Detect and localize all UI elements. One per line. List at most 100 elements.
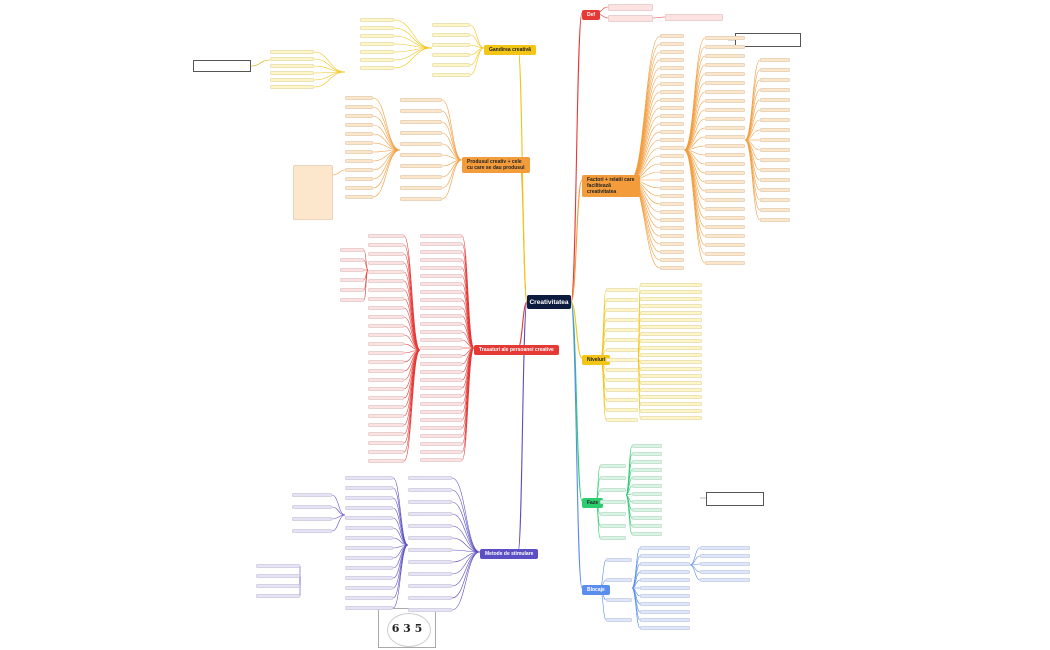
factori-node[interactable] bbox=[660, 178, 684, 182]
niveluri-detail-node[interactable] bbox=[640, 367, 702, 371]
trasaturi-node[interactable] bbox=[420, 402, 462, 406]
trasaturi-detail-node[interactable] bbox=[368, 459, 404, 463]
niveluri-detail-node[interactable] bbox=[640, 381, 702, 385]
factori-node[interactable] bbox=[660, 90, 684, 94]
trasaturi-node[interactable] bbox=[420, 250, 462, 254]
metode-node[interactable] bbox=[408, 560, 452, 564]
trasaturi-detail-node[interactable] bbox=[368, 288, 404, 292]
metode-detail-node[interactable] bbox=[345, 546, 393, 550]
niveluri-node[interactable] bbox=[606, 418, 638, 422]
niveluri-detail-node[interactable] bbox=[640, 311, 702, 315]
metode-detail-node[interactable] bbox=[345, 526, 393, 530]
factori-subdetail-node[interactable] bbox=[760, 178, 790, 182]
blocaje-subdetail-node[interactable] bbox=[700, 546, 750, 550]
gandirea-subdetail-node[interactable] bbox=[270, 57, 314, 61]
trasaturi-node[interactable] bbox=[420, 458, 462, 462]
trasaturi-detail-node[interactable] bbox=[368, 351, 404, 355]
produs-detail-node[interactable] bbox=[345, 96, 373, 100]
niveluri-detail-node[interactable] bbox=[640, 416, 702, 420]
trasaturi-node[interactable] bbox=[420, 410, 462, 414]
metode-detail-node[interactable] bbox=[345, 536, 393, 540]
trasaturi-node[interactable] bbox=[420, 234, 462, 238]
blocaje-detail-node[interactable] bbox=[640, 578, 690, 582]
blocaje-node[interactable] bbox=[606, 578, 632, 582]
trasaturi-detail-node[interactable] bbox=[368, 342, 404, 346]
gandirea-detail-node[interactable] bbox=[360, 66, 394, 70]
niveluri-detail-node[interactable] bbox=[640, 332, 702, 336]
trasaturi-node[interactable] bbox=[420, 314, 462, 318]
def-node[interactable] bbox=[608, 4, 653, 11]
factori-node[interactable] bbox=[660, 42, 684, 46]
faze-node[interactable] bbox=[600, 464, 626, 468]
faze-detail-node[interactable] bbox=[632, 460, 662, 464]
metode-detail-node[interactable] bbox=[345, 506, 393, 510]
niveluri-detail-node[interactable] bbox=[640, 360, 702, 364]
branch-metode[interactable]: Metode de stimulare bbox=[480, 549, 539, 559]
factori-node[interactable] bbox=[660, 154, 684, 158]
factori-detail-node[interactable] bbox=[705, 162, 745, 166]
metode-node[interactable] bbox=[408, 596, 452, 600]
factori-node[interactable] bbox=[660, 266, 684, 270]
factori-subdetail-node[interactable] bbox=[760, 188, 790, 192]
trasaturi-detail-node[interactable] bbox=[368, 252, 404, 256]
trasaturi-detail-node[interactable] bbox=[368, 369, 404, 373]
trasaturi-detail-node[interactable] bbox=[368, 432, 404, 436]
trasaturi-node[interactable] bbox=[420, 450, 462, 454]
factori-subdetail-node[interactable] bbox=[760, 88, 790, 92]
factori-node[interactable] bbox=[660, 170, 684, 174]
factori-detail-node[interactable] bbox=[705, 207, 745, 211]
trasaturi-node[interactable] bbox=[420, 426, 462, 430]
trasaturi-detail-node[interactable] bbox=[368, 279, 404, 283]
trasaturi-node[interactable] bbox=[420, 330, 462, 334]
trasaturi-detail-node[interactable] bbox=[368, 423, 404, 427]
factori-node[interactable] bbox=[660, 162, 684, 166]
factori-node[interactable] bbox=[660, 146, 684, 150]
gandirea-node[interactable] bbox=[432, 23, 470, 27]
niveluri-node[interactable] bbox=[606, 408, 638, 412]
metode-node[interactable] bbox=[408, 524, 452, 528]
factori-detail-node[interactable] bbox=[705, 225, 745, 229]
factori-subdetail-node[interactable] bbox=[760, 198, 790, 202]
produs-node[interactable] bbox=[400, 109, 442, 113]
factori-subdetail-node[interactable] bbox=[760, 168, 790, 172]
factori-detail-node[interactable] bbox=[705, 63, 745, 67]
niveluri-detail-node[interactable] bbox=[640, 388, 702, 392]
trasaturi-detail-node[interactable] bbox=[368, 360, 404, 364]
factori-detail-node[interactable] bbox=[705, 252, 745, 256]
niveluri-node[interactable] bbox=[606, 318, 638, 322]
trasaturi-detail-node[interactable] bbox=[368, 378, 404, 382]
produs-node[interactable] bbox=[400, 186, 442, 190]
factori-subdetail-node[interactable] bbox=[760, 98, 790, 102]
factori-subdetail-node[interactable] bbox=[760, 128, 790, 132]
factori-subdetail-node[interactable] bbox=[760, 218, 790, 222]
blocaje-subdetail-node[interactable] bbox=[700, 578, 750, 582]
factori-node[interactable] bbox=[660, 106, 684, 110]
factori-detail-node[interactable] bbox=[705, 243, 745, 247]
faze-node[interactable] bbox=[600, 536, 626, 540]
trasaturi-detail-node[interactable] bbox=[368, 243, 404, 247]
blocaje-node[interactable] bbox=[606, 618, 632, 622]
factori-subdetail-node[interactable] bbox=[760, 58, 790, 62]
trasaturi-node[interactable] bbox=[420, 274, 462, 278]
niveluri-node[interactable] bbox=[606, 338, 638, 342]
gandirea-node[interactable] bbox=[432, 33, 470, 37]
trasaturi-subdetail-node[interactable] bbox=[340, 278, 364, 282]
produs-text-block[interactable] bbox=[293, 165, 333, 220]
niveluri-node[interactable] bbox=[606, 298, 638, 302]
gandirea-detail-node[interactable] bbox=[360, 26, 394, 30]
trasaturi-detail-node[interactable] bbox=[368, 450, 404, 454]
factori-detail-node[interactable] bbox=[705, 126, 745, 130]
factori-node[interactable] bbox=[660, 138, 684, 142]
produs-detail-node[interactable] bbox=[345, 168, 373, 172]
factori-detail-node[interactable] bbox=[705, 36, 745, 40]
branch-produs[interactable]: Produsul creativ + cele cu care se dau p… bbox=[462, 157, 530, 173]
produs-detail-node[interactable] bbox=[345, 150, 373, 154]
faze-detail-node[interactable] bbox=[632, 476, 662, 480]
trasaturi-node[interactable] bbox=[420, 378, 462, 382]
trasaturi-node[interactable] bbox=[420, 346, 462, 350]
blocaje-detail-node[interactable] bbox=[640, 570, 690, 574]
gandirea-node[interactable] bbox=[432, 43, 470, 47]
metode-subdetail-node[interactable] bbox=[292, 493, 332, 497]
branch-factori[interactable]: Factori + relatii care facilitează creat… bbox=[582, 175, 640, 197]
factori-node[interactable] bbox=[660, 66, 684, 70]
